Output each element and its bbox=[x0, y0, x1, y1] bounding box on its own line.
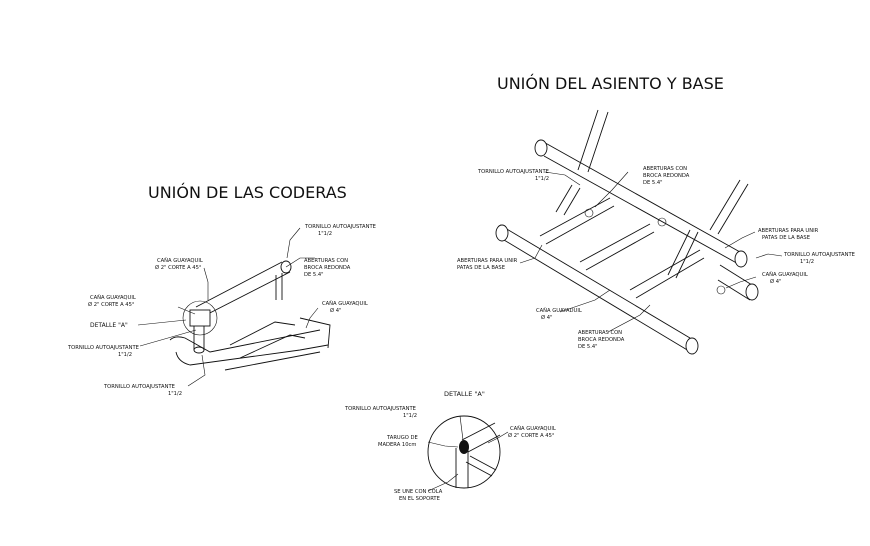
label-tornillo-bottom-size: 1"1/2 bbox=[168, 391, 182, 397]
label-cana-4: CAÑA GUAYAQUIL bbox=[322, 300, 368, 307]
label-asiento-cana-left-size: Ø 4" bbox=[541, 314, 552, 321]
label-tornillo-top-size: 1"1/2 bbox=[318, 231, 332, 237]
label-asiento-aberturas-top: ABERTURAS CON bbox=[643, 166, 687, 172]
label-detalle-tornillo-size: 1"1/2 bbox=[403, 413, 417, 419]
label-asiento-unir-right: ABERTURAS PARA UNIR bbox=[758, 228, 819, 234]
title-union-asiento-base: UNIÓN DEL ASIENTO Y BASE bbox=[497, 74, 724, 93]
label-cana-corte-left: CAÑA GUAYAQUIL bbox=[90, 294, 136, 301]
title-union-coderas: UNIÓN DE LAS CODERAS bbox=[148, 183, 347, 202]
label-asiento-tornillo: TORNILLO AUTOAJUSTANTE bbox=[477, 169, 549, 175]
label-detalle-cola: SE UNE CON COLA bbox=[394, 489, 443, 495]
label-detalle-tarugo-2: MADERA 10cm bbox=[378, 442, 416, 448]
label-asiento-unir-left: ABERTURAS PARA UNIR bbox=[457, 258, 518, 264]
label-cana-corte-top: CAÑA GUAYAQUIL bbox=[157, 257, 203, 264]
label-asiento-tornillo-right: TORNILLO AUTOAJUSTANTE bbox=[783, 252, 855, 258]
label-tornillo-left: TORNILLO AUTOAJUSTANTE bbox=[67, 345, 139, 351]
label-detalle-cola-2: EN EL SOPORTE bbox=[399, 496, 440, 502]
label-asiento-cana-right-size: Ø 4" bbox=[770, 278, 781, 285]
label-asiento-cana-left: CAÑA GUAYADUIL bbox=[536, 307, 582, 314]
label-tornillo-bottom: TORNILLO AUTOAJUSTANTE bbox=[103, 384, 175, 390]
label-aberturas-2: BROCA REDONDA bbox=[304, 265, 351, 271]
label-asiento-aberturas-bottom-3: DE 5.4" bbox=[578, 344, 598, 350]
label-aberturas: ABERTURAS CON bbox=[304, 258, 348, 264]
label-aberturas-3: DE 5.4" bbox=[304, 272, 324, 278]
detalle-a-drawing bbox=[427, 415, 509, 492]
label-detalle-cana: CAÑA GUAYAQUIL bbox=[510, 425, 556, 432]
label-asiento-unir-left-2: PATAS DE LA BASE bbox=[457, 265, 505, 271]
asiento-base-labels: TORNILLO AUTOAJUSTANTE 1"1/2 ABERTURAS C… bbox=[457, 166, 855, 350]
label-asiento-aberturas-top-3: DE 5.4" bbox=[643, 180, 663, 186]
label-tornillo-top: TORNILLO AUTOAJUSTANTE bbox=[304, 224, 376, 230]
detalle-a-labels: TORNILLO AUTOAJUSTANTE 1"1/2 CAÑA GUAYAQ… bbox=[344, 406, 556, 502]
asiento-base-drawing bbox=[495, 109, 783, 355]
label-asiento-aberturas-bottom-2: BROCA REDONDA bbox=[578, 337, 625, 343]
label-asiento-tornillo-right-size: 1"1/2 bbox=[800, 259, 814, 265]
label-asiento-cana-right: CAÑA GUAYAQUIL bbox=[762, 271, 808, 278]
label-asiento-tornillo-size: 1"1/2 bbox=[535, 176, 549, 182]
label-detalle-tornillo: TORNILLO AUTOAJUSTANTE bbox=[344, 406, 416, 412]
title-detalle-a: DETALLE "A" bbox=[444, 390, 485, 398]
label-asiento-aberturas-bottom: ABERTURAS CON bbox=[578, 330, 622, 336]
label-cana-4-size: Ø 4" bbox=[330, 307, 341, 314]
tarugo-joint bbox=[459, 440, 469, 454]
label-cana-corte-top-spec: Ø 2" CORTE A 45° bbox=[155, 264, 202, 271]
label-detalle-ref: DETALLE "A" bbox=[90, 322, 128, 329]
label-tornillo-left-size: 1"1/2 bbox=[118, 352, 132, 358]
label-detalle-cana-spec: Ø 2" CORTE A 45° bbox=[508, 432, 555, 439]
label-asiento-unir-right-2: PATAS DE LA BASE bbox=[762, 235, 810, 241]
coderas-drawing bbox=[137, 227, 331, 387]
label-detalle-tarugo: TARUGO DE bbox=[386, 435, 418, 441]
label-cana-corte-left-spec: Ø 2" CORTE A 45° bbox=[88, 301, 135, 308]
label-asiento-aberturas-top-2: BROCA REDONDA bbox=[643, 173, 690, 179]
coderas-labels: TORNILLO AUTOAJUSTANTE 1"1/2 CAÑA GUAYAQ… bbox=[67, 224, 376, 397]
